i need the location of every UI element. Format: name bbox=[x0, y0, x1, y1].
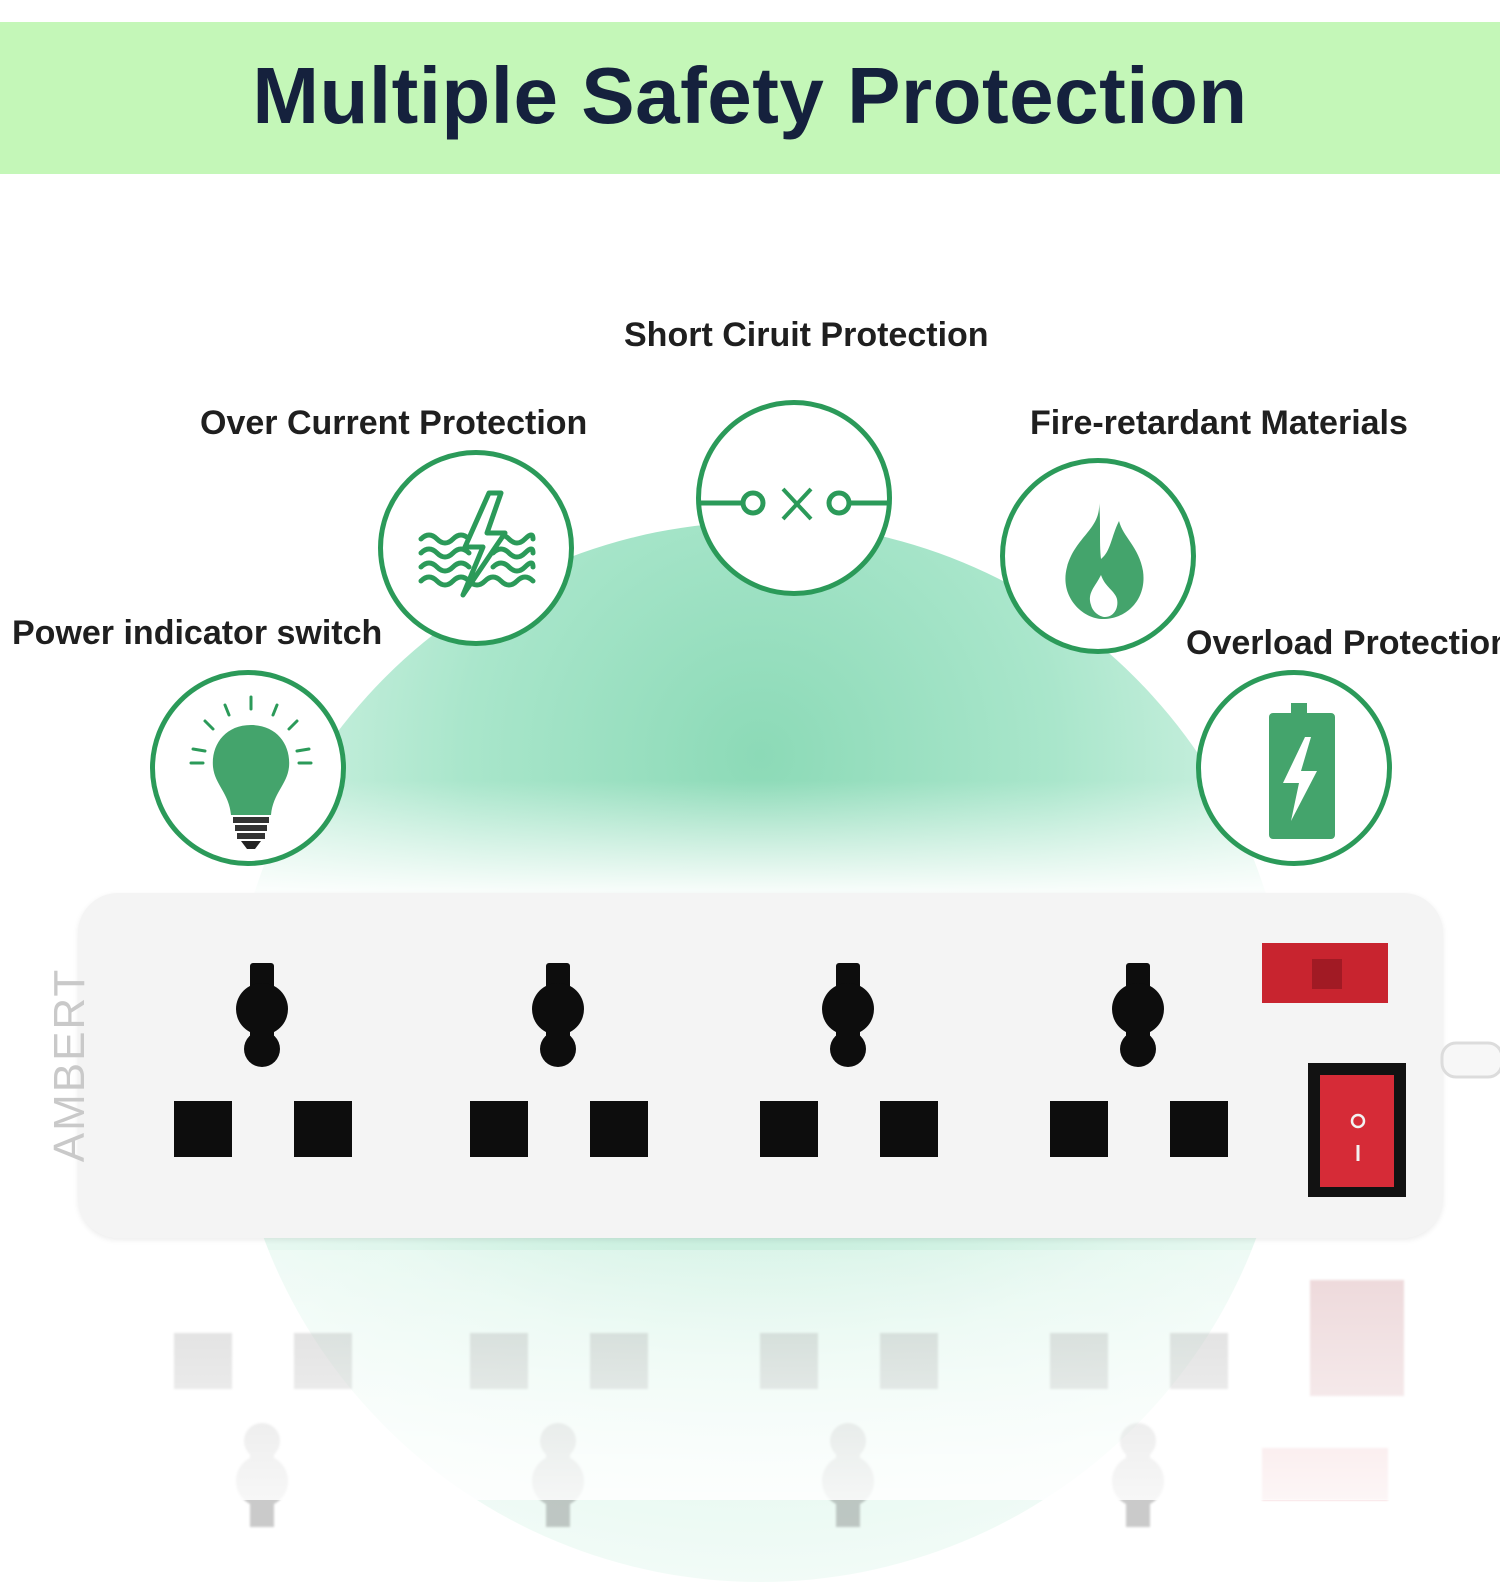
flame-icon bbox=[1065, 503, 1144, 619]
switch-panel bbox=[1262, 943, 1500, 1197]
light-bulb-icon bbox=[189, 695, 313, 849]
power-indicator-label: Power indicator switch bbox=[12, 614, 383, 652]
power-strip bbox=[78, 893, 1443, 1238]
brand-name: AMBERT bbox=[45, 967, 94, 1163]
overload-badge bbox=[1196, 670, 1392, 866]
over-current-label: Over Current Protection bbox=[200, 404, 588, 442]
over-current-badge bbox=[378, 450, 574, 646]
outlet-1 bbox=[160, 955, 360, 1170]
lightning-waves-icon bbox=[418, 490, 536, 598]
fire-retardant-label: Fire-retardant Materials bbox=[1030, 404, 1408, 442]
open-switch-icon bbox=[701, 487, 887, 521]
power-switch[interactable] bbox=[1308, 1063, 1406, 1197]
power-cable bbox=[1440, 1041, 1500, 1079]
outlet-3 bbox=[746, 955, 946, 1170]
short-circuit-label: Short Ciruit Protection bbox=[624, 316, 989, 354]
page-title: Multiple Safety Protection bbox=[252, 51, 1248, 140]
overload-label: Overload Protection bbox=[1186, 624, 1500, 662]
fire-retardant-badge bbox=[1000, 458, 1196, 654]
outlet-4 bbox=[1036, 955, 1236, 1170]
short-circuit-badge bbox=[696, 400, 892, 596]
battery-bolt-icon bbox=[1269, 703, 1335, 839]
reflection-fade bbox=[0, 1250, 1500, 1500]
outlet-2 bbox=[456, 955, 656, 1170]
power-indicator-badge bbox=[150, 670, 346, 866]
header-banner bbox=[0, 22, 1500, 174]
